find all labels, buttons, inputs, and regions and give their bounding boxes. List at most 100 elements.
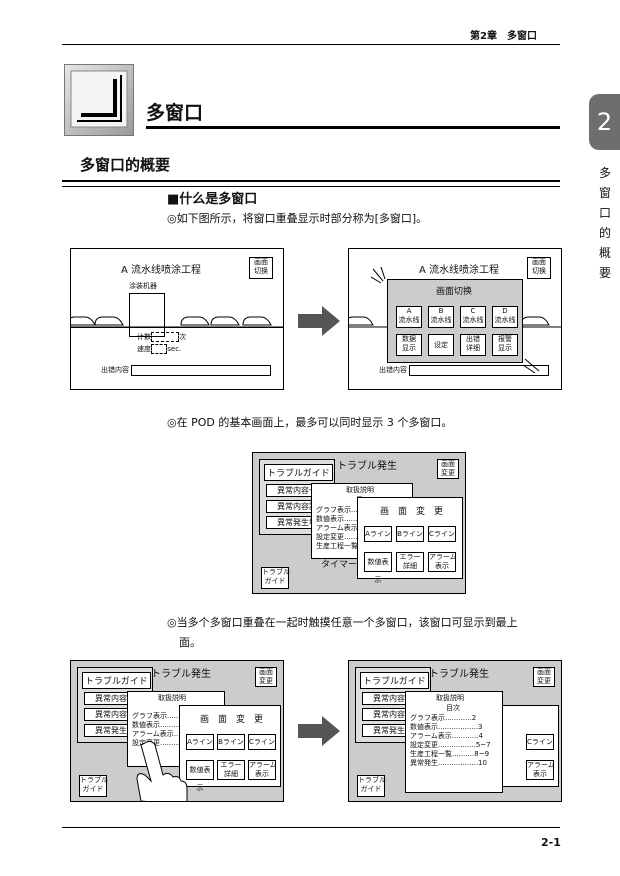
- line-b-button[interactable]: B 流水线: [428, 306, 454, 328]
- vertical-char: 概: [598, 246, 611, 260]
- screen-change-button[interactable]: 画面 変更: [437, 459, 459, 479]
- divider-line: [71, 327, 283, 328]
- count-label: 计数: [137, 333, 151, 341]
- screen-switch-button[interactable]: 画面 切换: [249, 257, 273, 279]
- alarm-display-button[interactable]: アラーム 表示: [526, 760, 555, 780]
- screen-change-button[interactable]: 画面 変更: [533, 667, 555, 687]
- vertical-char: 的: [598, 226, 611, 240]
- touch-burst-icon: [522, 358, 540, 373]
- line-a-button[interactable]: Aライン: [186, 734, 214, 750]
- trouble-guide-button[interactable]: トラブル ガイド: [357, 775, 386, 797]
- speed-label: 速度: [137, 345, 151, 353]
- list-item: 異常発生..................10: [410, 759, 487, 767]
- machine-box: [129, 293, 165, 337]
- manual-lines: グラフ表示...... 数値表示......... アラーム表示.... 設定変…: [316, 506, 367, 551]
- vertical-char: 要: [598, 266, 611, 280]
- screen-switch-button[interactable]: 画面 切换: [527, 257, 551, 279]
- numeric-display-button[interactable]: 数値表示: [364, 552, 392, 584]
- figure-1-left: A 流水线喷涂工程 画面 切换 涂装机器 计数 次 速度 sec. 出错内容: [70, 248, 284, 390]
- vertical-char: 窗: [598, 186, 611, 200]
- conveyor-cars: [71, 316, 283, 328]
- line-a-button[interactable]: A 流水线: [396, 306, 422, 328]
- screen-title: A 流水线喷涂工程: [419, 265, 500, 276]
- fault-label: 出错内容: [379, 366, 407, 374]
- list-item: アラーム表示....: [132, 730, 183, 738]
- figure-3-left: トラブル発生 画面 変更 トラブル ガイド トラブルガイド 異常内容一 異常内容…: [70, 660, 284, 802]
- back-window-title: トラブル発生: [429, 669, 489, 680]
- list-item: アラーム表示....: [316, 524, 367, 532]
- window-title: トラブルガイド: [360, 672, 429, 689]
- line-b-button[interactable]: Bライン: [396, 526, 424, 542]
- arrow-right-icon: [298, 306, 340, 336]
- title-rule: [146, 126, 560, 129]
- paragraph-2: ◎在 POD 的基本画面上，最多可以同时显示 3 个多窗口。: [167, 416, 453, 429]
- toc-lines: グラフ表示............2 数値表示.................…: [410, 714, 491, 768]
- error-detail-button[interactable]: 出错 详细: [460, 334, 486, 356]
- section-rule: [62, 180, 560, 187]
- list-item: 設定変更..........: [132, 739, 183, 747]
- screen-title: A 流水线喷涂工程: [121, 265, 202, 276]
- figure-3-right: トラブル発生 画面 変更 トラブル ガイド トラブルガイド 異常内容一 異常内容…: [348, 660, 562, 802]
- screen-change-window: 画 面 変 更 Aライン Bライン Cライン 数値表示 エラー 詳細 アラーム …: [179, 705, 281, 792]
- popup-title: 画面切换: [436, 287, 473, 297]
- manual-window-front: 取扱説明 目次 グラフ表示............2 数値表示.........…: [405, 691, 503, 793]
- manual-title: 取扱説明: [436, 694, 464, 702]
- line-c-button[interactable]: C 流水线: [460, 306, 486, 328]
- line-d-button[interactable]: D 流水线: [492, 306, 518, 328]
- title-icon: [64, 64, 134, 136]
- alarm-display-button[interactable]: アラーム 表示: [248, 760, 277, 780]
- back-window-title: トラブル発生: [151, 669, 211, 680]
- list-item: 生産工程一覧..........8~9: [410, 750, 490, 758]
- list-item: グラフ表示......: [132, 712, 181, 720]
- timer-label: タイマー異常: [321, 560, 376, 570]
- trouble-guide-button[interactable]: トラブル ガイド: [79, 775, 108, 797]
- back-window-title: トラブル発生: [337, 461, 397, 472]
- settings-button[interactable]: 设定: [428, 334, 454, 356]
- toc-title: 目次: [446, 704, 460, 712]
- list-item: 数値表示..................3: [410, 723, 483, 731]
- line-c-button[interactable]: Cライン: [526, 734, 554, 750]
- chapter-vertical-title: 多 窗 口 的 概 要: [597, 163, 613, 283]
- window-corner-icon: [70, 70, 128, 128]
- fault-field: [409, 365, 549, 376]
- paragraph-3-line-1: ◎当多个多窗口重叠在一起时触摸任意一个多窗口，该窗口可显示到最上: [167, 616, 518, 629]
- speed-unit: sec.: [167, 345, 182, 353]
- screen-change-window: 画 面 変 更 Aライン Bライン Cライン 数値表示 エラー 詳細 アラーム …: [357, 497, 463, 584]
- count-row: 计数 次: [137, 332, 187, 342]
- popup-title: 画 面 変 更: [380, 507, 444, 517]
- list-item: 生産工程一覧...: [316, 542, 365, 550]
- footer-rule: [62, 827, 560, 828]
- list-item: 設定変更.................5~7: [410, 741, 491, 749]
- data-display-button[interactable]: 数据 显示: [396, 334, 422, 356]
- arrow-right-icon: [298, 716, 340, 746]
- list-item: グラフ表示............2: [410, 714, 477, 722]
- touch-burst-icon: [371, 267, 386, 284]
- list-item: アラーム表示............4: [410, 732, 483, 740]
- line-c-button[interactable]: Cライン: [428, 526, 456, 542]
- alarm-display-button[interactable]: 报警 显示: [492, 334, 518, 356]
- header-rule: [62, 44, 560, 45]
- numeric-display-button[interactable]: 数値表示: [186, 760, 214, 792]
- line-a-button[interactable]: Aライン: [364, 526, 392, 542]
- line-c-button[interactable]: Cライン: [248, 734, 276, 750]
- page-number: 2-1: [541, 836, 561, 849]
- fault-label: 出错内容: [101, 366, 129, 374]
- manual-lines: グラフ表示...... 数値表示......... アラーム表示.... 設定変…: [132, 712, 183, 748]
- screen-change-button[interactable]: 画面 変更: [255, 667, 277, 687]
- window-title: トラブルガイド: [264, 464, 333, 481]
- paragraph-3-line-2: 面。: [179, 636, 201, 649]
- paragraph-1: ◎如下图所示，将窗口重叠显示时部分称为[多窗口]。: [167, 212, 428, 225]
- error-detail-button[interactable]: エラー 詳細: [396, 552, 424, 572]
- manual-title: 取扱説明: [158, 694, 186, 702]
- line-b-button[interactable]: Bライン: [217, 734, 245, 750]
- popup-title: 画 面 変 更: [200, 715, 264, 725]
- count-unit: 次: [179, 333, 187, 341]
- error-detail-button[interactable]: エラー 詳細: [217, 760, 245, 780]
- figure-1-right: A 流水线喷涂工程 画面 切换 出错内容 画面切换 A 流水线 B 流水线 C …: [348, 248, 562, 390]
- trouble-guide-button[interactable]: トラブル ガイド: [261, 567, 290, 589]
- manual-title: 取扱説明: [346, 486, 374, 494]
- machine-label: 涂装机器: [129, 282, 157, 290]
- alarm-display-button[interactable]: アラーム 表示: [428, 552, 457, 572]
- window-title: トラブルガイド: [82, 672, 151, 689]
- list-item: 数値表示.........: [316, 515, 365, 523]
